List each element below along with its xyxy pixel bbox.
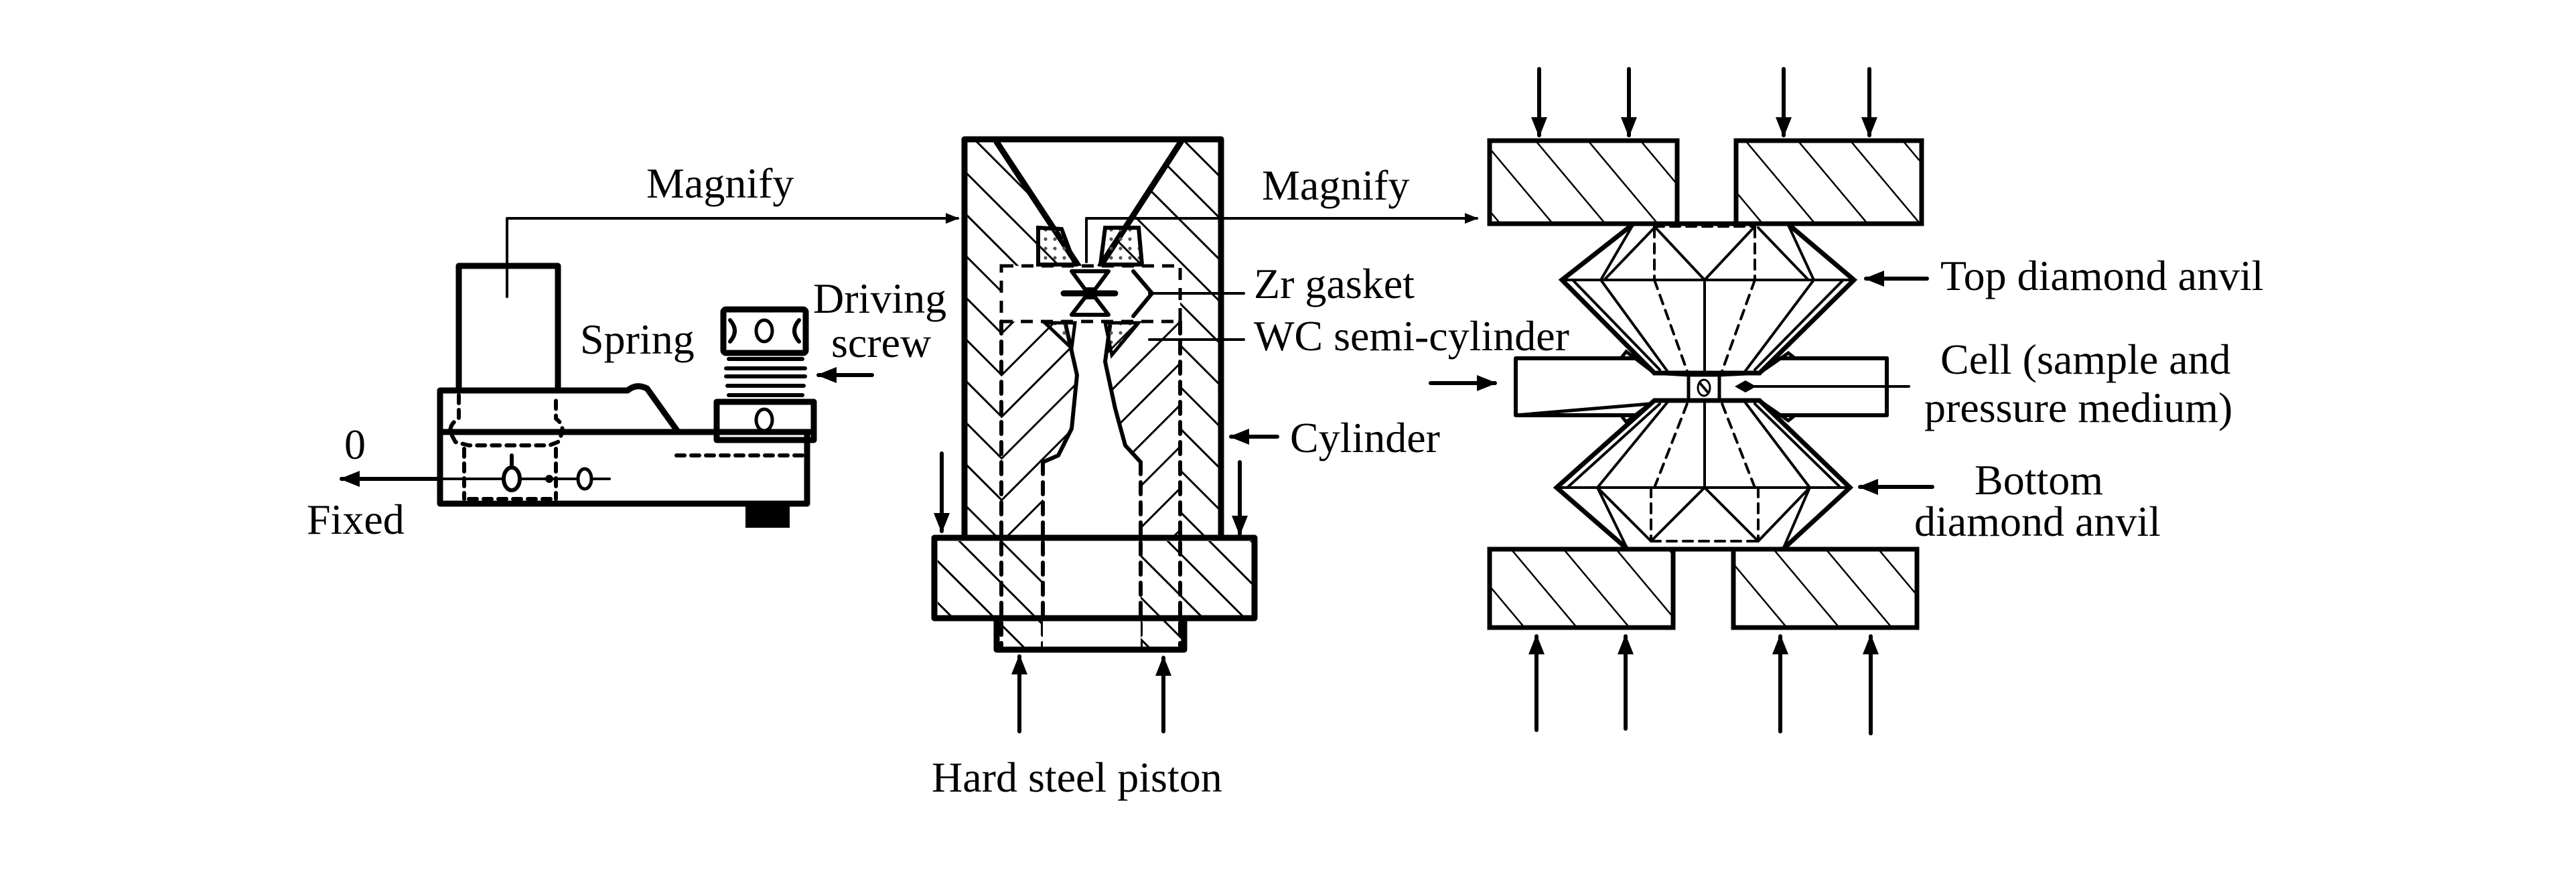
bottom-plate-right [1731,547,1920,630]
knob-hole-left [728,318,737,344]
label-fixed: Fixed [307,496,405,543]
cell-leader-head [1735,380,1756,392]
bottom-diamond [1553,398,1854,552]
bottom-force-arrows [1528,634,1879,735]
label-driving: Driving [813,275,946,322]
base-plate-hatch-right [1141,541,1252,616]
bore-left-edge [1041,319,1079,464]
base-plate-hatch-left [938,541,1043,616]
spring-lever [437,383,681,435]
mini-anvil-top [1070,269,1111,291]
label-cell-line2: pressure medium) [1924,384,2232,431]
bottom-dashed-facets [1650,401,1760,542]
label-magnify-left: Magnify [646,159,794,207]
sample-mark [1699,382,1709,394]
magnify-connector-left [506,213,959,298]
screw-threads [724,357,807,397]
mini-anvil-bottom [1070,295,1111,317]
label-screw: screw [831,319,931,366]
wc-upper-left [1036,225,1078,267]
piston-bore [1043,620,1141,648]
base-body [437,429,810,507]
screw-knob [720,306,809,356]
bottom-pavilion-inner [1566,403,1842,489]
top-pavilion-facets [1599,279,1815,373]
screw-block-hole [754,407,774,433]
wc-lower-dots-right [1102,321,1143,359]
label-zr-gasket: Zr gasket [1254,260,1415,307]
label-bottom-line1: Bottom [1975,456,2103,504]
label-cell-line1: Cell (sample and [1940,336,2231,383]
piston-cylinder: Magnify Zr gasket WC semi-cylinder Cylin… [931,136,1569,801]
wc-lower-left [1001,321,1077,538]
top-force-arrows [1531,67,1877,137]
wc-lower-right [1105,321,1180,538]
pivot-joint-1 [502,465,522,492]
label-wc-semi-cylinder: WC semi-cylinder [1254,312,1569,360]
bore-right-edge [1103,319,1143,464]
top-crown-facets [1599,222,1815,374]
label-bottom-line2: diamond anvil [1914,498,2161,545]
top-diamond [1558,221,1858,376]
diamond-anvils: Top diamond anvil Cell (sample and press… [1429,67,2264,735]
label-spring: Spring [580,315,695,363]
pivot-dot [545,475,553,483]
magnify-connector-right [1085,213,1478,263]
wc-lower-dots-left [1040,321,1077,352]
loading-device: Magnify Spring Driving screw 0 Fixed [307,159,959,543]
driving-screw [713,306,817,443]
label-hard-steel-piston: Hard steel piston [932,753,1222,801]
label-top-diamond-anvil: Top diamond anvil [1940,252,2264,299]
bottom-crown-facets [1596,399,1811,551]
bottom-pavilion-facets [1596,401,1811,489]
top-diamond-outline [1558,221,1858,376]
label-zero: 0 [344,421,366,468]
pivot-joint-2 [576,467,593,491]
knob-hole-right [792,318,801,344]
wc-upper-right [1098,226,1145,267]
label-magnify-right: Magnify [1262,161,1409,209]
knob-hole-center [754,318,774,344]
screw-block [713,398,817,443]
top-plate-left [1487,138,1680,226]
top-pavilion-dashed [1653,226,1756,374]
hard-steel-piston [993,615,1188,653]
label-cylinder: Cylinder [1290,414,1440,461]
bottom-plate-left [1487,547,1676,630]
base-foot [745,504,790,528]
top-pavilion-inner [1571,279,1845,371]
top-plate-right [1733,138,1924,226]
inner-guide-lower [462,447,558,501]
inner-guide-left [448,393,565,447]
